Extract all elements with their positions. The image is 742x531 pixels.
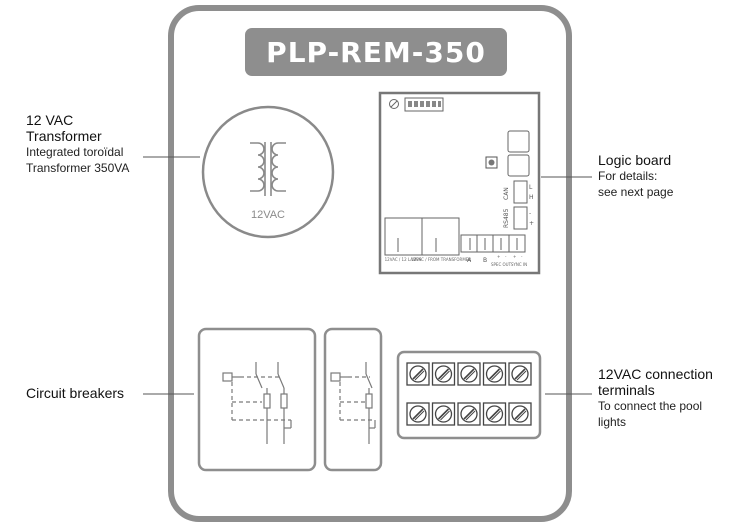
terminal-screw-icon <box>406 362 430 386</box>
dip-switch-icon <box>404 97 444 112</box>
from-transformer-block <box>421 217 460 256</box>
rs485-pin-plus: + <box>529 220 534 227</box>
can-pin-h: H <box>529 194 534 201</box>
relay-2 <box>507 154 530 177</box>
terminals-heading-1: 12VAC connection <box>598 366 713 382</box>
transformer-heading-1: 12 VAC <box>26 112 74 128</box>
from-transformer-label: 12VAC / FROM TRANSFORMER <box>411 257 471 262</box>
sync-in-label: SYNC IN <box>511 262 527 267</box>
transformer-desc-1: Integrated toroïdal <box>26 145 124 159</box>
logic-board-heading: Logic board <box>598 152 672 168</box>
terminal-screw-icon <box>457 362 481 386</box>
terminal-a-label: A <box>467 257 472 264</box>
spec-out-label: SPEC OUT <box>491 262 512 267</box>
lamps-block-label: 12VAC / 12 LAMPS <box>385 257 422 262</box>
transformer-callout: 12 VAC Transformer Integrated toroïdal T… <box>26 112 129 176</box>
terminals-desc-1: To connect the pool <box>598 399 703 413</box>
logic-board: CAN L H RS485 - + 12VAC / 12 LAMPS 12VAC… <box>378 91 541 275</box>
terminal-screw-icon <box>508 362 532 386</box>
rs485-label: RS485 <box>503 208 510 228</box>
can-pin-l: L <box>529 184 533 191</box>
lamps-block <box>384 217 423 256</box>
pm-label-2: - <box>505 254 507 259</box>
circuit-breaker-double <box>197 327 317 472</box>
transformer-circle: 12VAC <box>201 105 335 239</box>
pm-label-3: + <box>513 254 516 259</box>
logic-board-desc-2: see next page <box>598 185 674 199</box>
terminal-b-label: B <box>483 257 487 264</box>
logic-board-desc-1: For details: <box>598 169 658 183</box>
terminals-desc-2: lights <box>598 415 627 429</box>
title-text: PLP-REM-350 <box>266 36 486 69</box>
terminal-screw-icon <box>482 402 507 426</box>
terminal-screw-icon <box>508 402 532 426</box>
can-connector <box>513 180 528 204</box>
terminal-screw-icon <box>482 362 507 386</box>
can-label: CAN <box>503 187 510 200</box>
title-plate: PLP-REM-350 <box>245 28 507 76</box>
transformer-desc-2: Transformer 350VA <box>26 161 130 175</box>
terminal-screw-icon <box>457 402 481 426</box>
transformer-label: 12VAC <box>251 209 285 221</box>
transformer-symbol-icon <box>250 142 286 196</box>
pm-label-4: - <box>521 254 523 259</box>
leader-lines <box>143 156 592 395</box>
terminal-screw-icon <box>406 402 430 426</box>
terminals-callout: 12VAC connection terminals To connect th… <box>598 366 713 430</box>
relay-1 <box>507 130 530 153</box>
transformer-heading-2: Transformer <box>26 128 102 144</box>
rs485-pin-minus: - <box>529 210 531 217</box>
breakers-callout: Circuit breakers <box>26 385 124 401</box>
rs485-connector <box>513 206 528 230</box>
logic-board-callout: Logic board For details: see next page <box>598 152 673 200</box>
pm-label-1: + <box>497 254 500 259</box>
breaker-double-schematic-icon <box>222 362 292 444</box>
breakers-heading: Circuit breakers <box>26 385 125 401</box>
breaker-single-schematic-icon <box>330 362 376 444</box>
connection-terminal-block <box>396 350 542 440</box>
terminal-screws <box>406 362 532 426</box>
terminals-heading-2: terminals <box>598 382 655 398</box>
circuit-breaker-single <box>323 327 383 472</box>
board-terminal-strip <box>460 234 526 253</box>
terminal-screw-icon <box>431 402 456 426</box>
terminal-screw-icon <box>431 362 456 386</box>
